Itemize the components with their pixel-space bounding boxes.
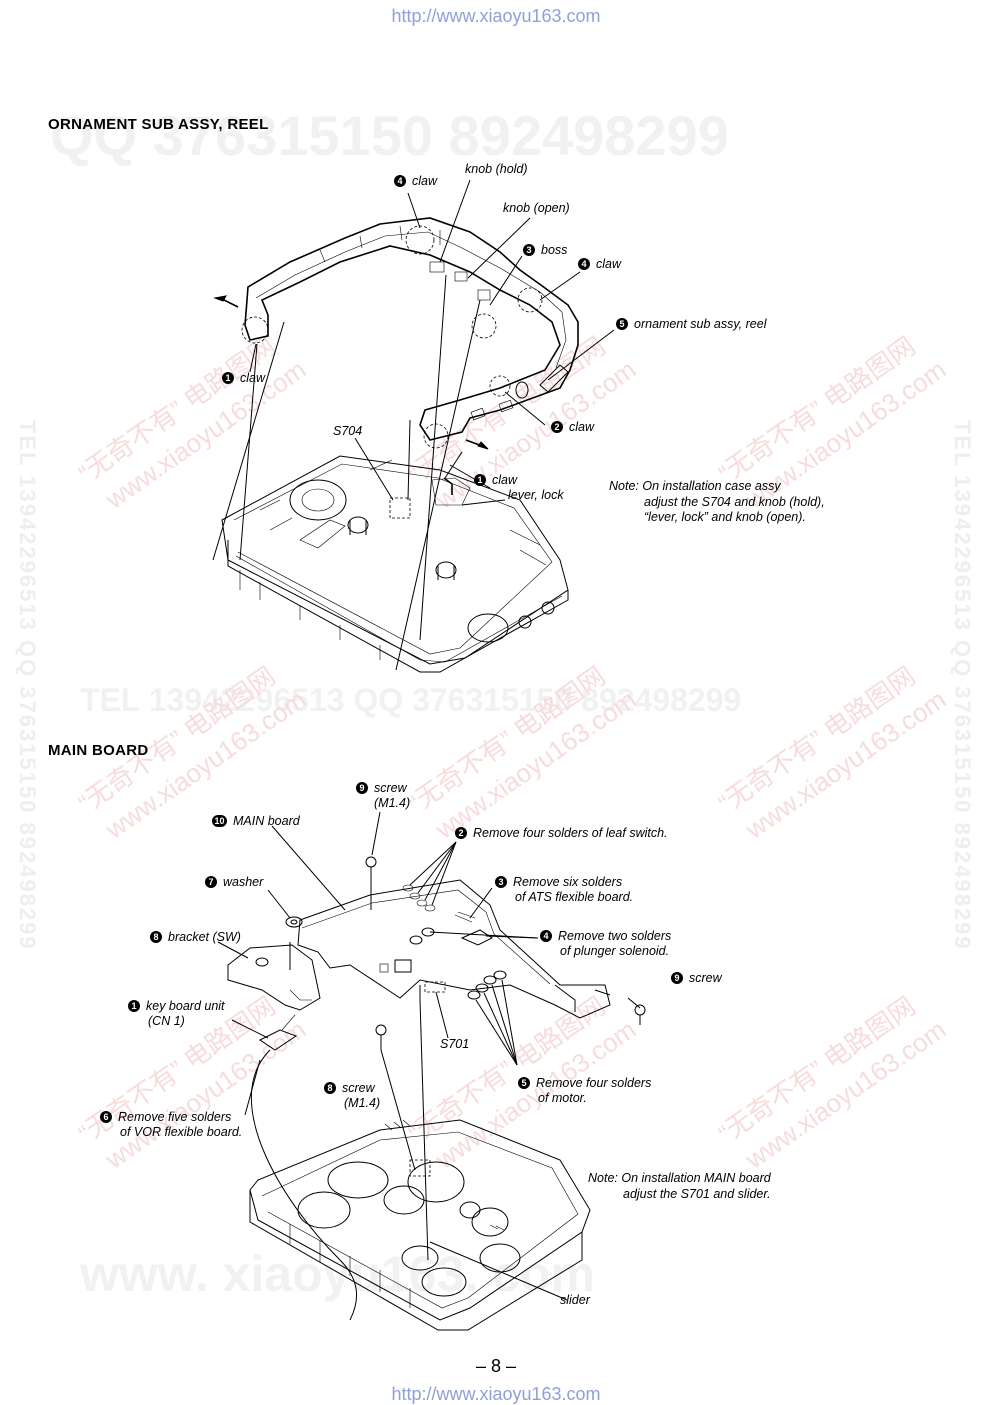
step-badge: 1 [474, 474, 486, 486]
label-s701: S701 [440, 1037, 470, 1051]
step-badge: 8 [324, 1082, 336, 1094]
section1-leader-lines [212, 179, 615, 671]
watermark-www: www. xiaoyu163. com [80, 1246, 596, 1302]
step-badge: 5 [518, 1077, 530, 1089]
step-badge: 2 [551, 421, 563, 433]
step-badge: 4 [540, 930, 552, 942]
step-badge: 1 [128, 1000, 140, 1012]
step-badge: 5 [616, 318, 628, 330]
step-badge: 1 [222, 372, 234, 384]
footer-url[interactable]: http://www.xiaoyu163.com [391, 1384, 601, 1404]
step-badge: 3 [523, 244, 535, 256]
step-badge: 9 [356, 782, 368, 794]
section2-leader-lines [217, 811, 641, 1321]
step-badge: 8 [150, 931, 162, 943]
label-lever-lock: lever, lock [508, 488, 564, 502]
step-badge: 9 [671, 972, 683, 984]
label-knob-hold: knob (hold) [465, 162, 528, 176]
label-slider: slider [560, 1293, 590, 1307]
note-case-assy: Note: On installation case assy adjust t… [609, 479, 825, 524]
watermark-tel: TEL 13942296513 QQ 376315150 892498299 [80, 682, 742, 718]
label-s704: S704 [333, 424, 363, 438]
step-badge: 4 [394, 175, 406, 187]
ornament-frame-drawing [213, 217, 579, 450]
section-title-ornament: ORNAMENT SUB ASSY, REEL [48, 116, 269, 133]
step-badge: 7 [205, 876, 217, 888]
step-badge: 3 [495, 876, 507, 888]
step-badge: 4 [578, 258, 590, 270]
section-title-main-board: MAIN BOARD [48, 742, 149, 759]
step-badge: 6 [100, 1111, 112, 1123]
step-badge: 2 [455, 827, 467, 839]
page-number: – 8 – [475, 1356, 517, 1376]
case-assy-drawing [221, 455, 569, 673]
main-board-drawing [227, 856, 646, 1051]
note-main-board: Note: On installation MAIN board adjust … [588, 1171, 771, 1201]
step-badge: 10 [212, 815, 227, 827]
watermark-qq: QQ 376315150 892498299 [50, 104, 729, 167]
label-knob-open: knob (open) [503, 201, 570, 215]
cassette-body-drawing [249, 1119, 591, 1331]
header-url[interactable]: http://www.xiaoyu163.com [391, 6, 601, 26]
